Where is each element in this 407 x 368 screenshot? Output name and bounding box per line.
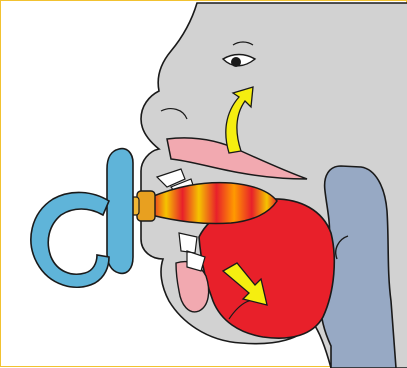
pupil	[231, 57, 241, 67]
pacifier-collar	[137, 191, 155, 221]
pacifier-ring	[31, 192, 109, 287]
pacifier-shield	[107, 149, 133, 274]
